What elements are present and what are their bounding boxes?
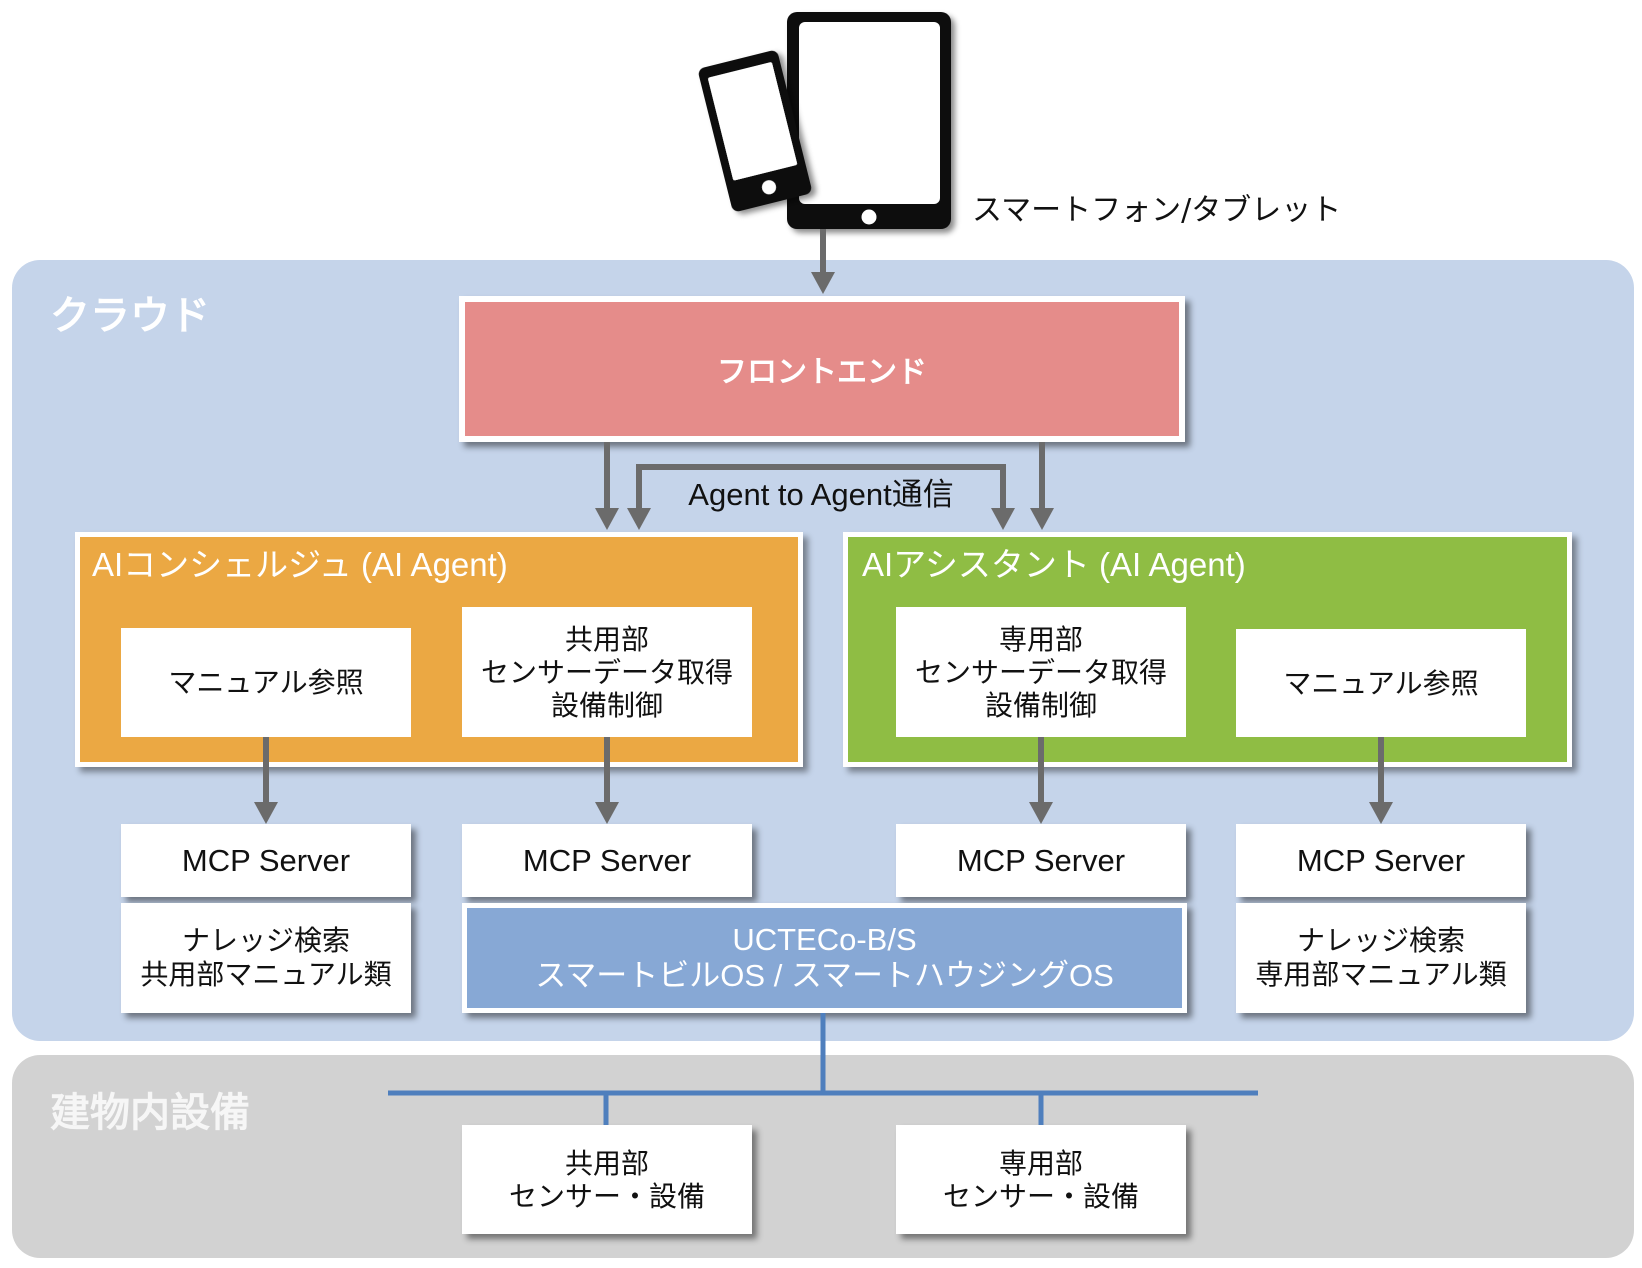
devices-label: スマートフォン/タブレット [972,193,1342,228]
module-line: 設備制御 [984,688,1097,722]
mcp-server-box: MCP Server [896,824,1186,897]
knowledge-search-common-box: ナレッジ検索 共用部マニュアル類 [121,903,411,1013]
module-manual-reference: マニュアル参照 [121,628,411,737]
module-line: 設備制御 [550,688,663,722]
mcp-server-label: MCP Server [1296,842,1466,878]
smart-building-os-box: UCTECo-B/S スマートビルOS / スマートハウジングOS [462,903,1187,1013]
os-platform-name: UCTECo-B/S [732,922,917,957]
tablet-icon [787,12,951,229]
module-line: マニュアル参照 [1283,666,1479,700]
knowledge-line: ナレッジ検索 [1296,924,1465,957]
ai-concierge-agent: AIコンシェルジュ (AI Agent) マニュアル参照 共用部 センサーデータ… [75,532,803,767]
frontend-label: フロントエンド [717,355,927,390]
mcp-server-box: MCP Server [462,824,752,897]
mcp-server-box: MCP Server [1236,824,1526,897]
building-equipment-panel: 建物内設備 [12,1055,1634,1258]
module-common-area-sensor-control: 共用部 センサーデータ取得 設備制御 [462,607,752,737]
building-equipment-label: 建物内設備 [50,1090,250,1136]
knowledge-search-private-box: ナレッジ検索 専用部マニュアル類 [1236,903,1526,1013]
equipment-line: 専用部 [998,1146,1083,1180]
mcp-server-label: MCP Server [956,842,1126,878]
smartphone-icon [698,50,812,212]
agent-to-agent-label: Agent to Agent通信 [688,477,954,512]
mcp-server-label: MCP Server [181,842,351,878]
equipment-line: センサー・設備 [942,1179,1139,1213]
agent-title: AIアシスタント (AI Agent) [862,546,1246,583]
mcp-server-label: MCP Server [522,842,692,878]
knowledge-line: 専用部マニュアル類 [1255,958,1507,991]
ai-assistant-agent: AIアシスタント (AI Agent) 専用部 センサーデータ取得 設備制御 マ… [843,532,1572,767]
knowledge-line: ナレッジ検索 [181,924,350,957]
equipment-line: 共用部 [564,1146,649,1180]
module-line: マニュアル参照 [168,666,364,699]
frontend-box: フロントエンド [459,296,1185,442]
common-area-equipment-box: 共用部 センサー・設備 [462,1125,752,1234]
equipment-line: センサー・設備 [508,1179,705,1213]
os-platform-subtitle: スマートビルOS / スマートハウジングOS [535,958,1114,993]
knowledge-line: 共用部マニュアル類 [140,958,392,991]
module-line: 専用部 [998,622,1083,656]
module-manual-reference: マニュアル参照 [1236,629,1526,737]
cloud-label: クラウド [50,293,210,339]
agent-title: AIコンシェルジュ (AI Agent) [92,546,508,583]
mcp-server-box: MCP Server [121,824,411,897]
module-private-area-sensor-control: 専用部 センサーデータ取得 設備制御 [896,607,1186,737]
module-line: センサーデータ取得 [480,655,733,689]
module-line: センサーデータ取得 [914,655,1167,689]
private-area-equipment-box: 専用部 センサー・設備 [896,1125,1186,1234]
module-line: 共用部 [564,622,649,656]
